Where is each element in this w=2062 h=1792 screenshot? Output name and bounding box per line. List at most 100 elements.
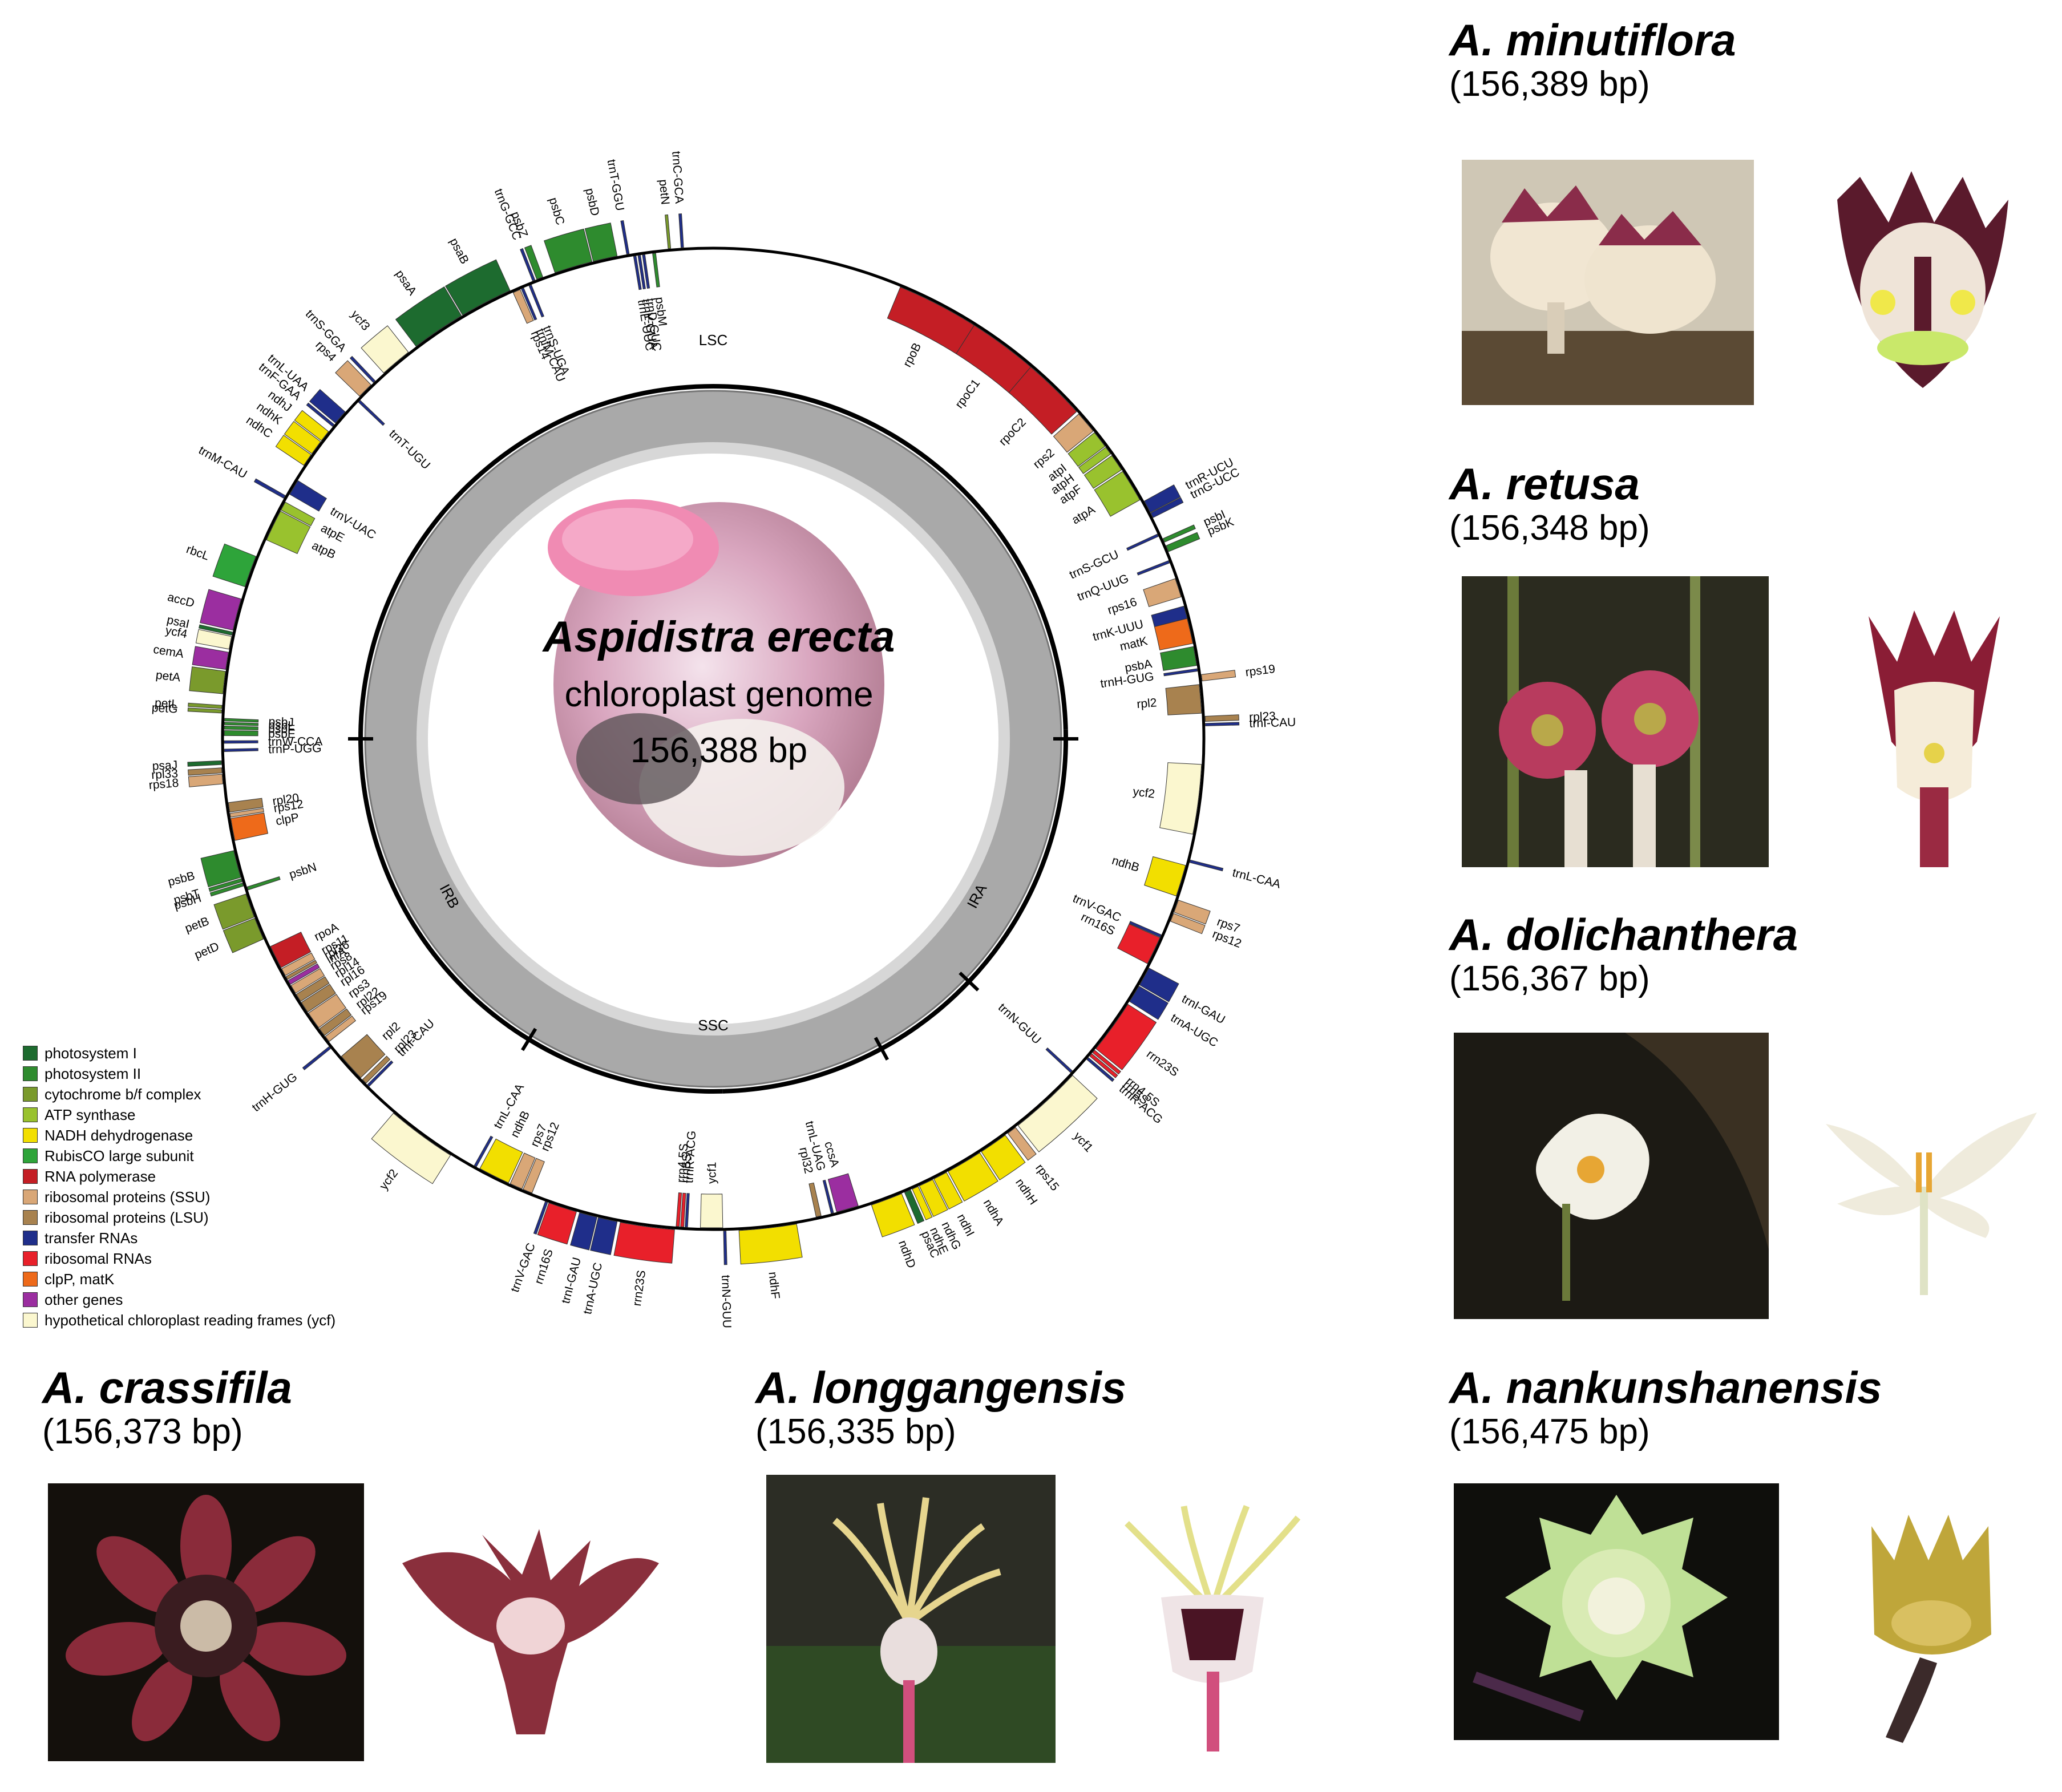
gene-block-rpoa (270, 932, 312, 968)
gene-label: rrn23S (630, 1269, 648, 1307)
legend-label: ribosomal proteins (LSU) (45, 1208, 209, 1226)
minutiflora-habit-photo (1462, 160, 1754, 405)
gene-block-rpl23 (1204, 714, 1239, 722)
center-species-name: Aspidistra erecta (542, 613, 895, 661)
gene-block-trng-ucc (1150, 497, 1184, 518)
legend-item-ndh: NADH dehydrogenase (23, 1125, 422, 1146)
gene-block-trnl-uag (822, 1179, 834, 1214)
gene-block-rpl2 (1165, 684, 1202, 715)
gene-block-trnm-cau (253, 478, 286, 499)
gene-block-ycf2 (1159, 762, 1202, 835)
gene-block-rps8 (290, 968, 325, 994)
gene-block-trns-gga (349, 355, 376, 383)
gene-block-peta (189, 666, 226, 694)
species-name: A. dolichanthera (1449, 909, 1798, 960)
gene-label: petD (193, 940, 221, 961)
species-genome-size: (156,389 bp) (1449, 64, 1650, 104)
legend-item-lsu: ribosomal proteins (LSU) (23, 1207, 422, 1228)
gene-label: ndhB (1110, 854, 1141, 875)
gene-block-rps15 (1007, 1127, 1037, 1161)
gene-block-psbj (224, 718, 259, 723)
gene-block-psaj (187, 760, 222, 767)
gene-label: trnN-GUU (719, 1275, 733, 1328)
gene-block-trng-gcc (520, 248, 536, 281)
gene-block-rrn5s (1089, 1053, 1118, 1078)
gene-block-rps19 (1201, 670, 1236, 682)
gene-label: trnA-UGC (581, 1261, 605, 1316)
gene-block-clpp (230, 812, 269, 841)
gene-block-ycf3 (361, 325, 409, 374)
gene-block-rrn23s (1095, 1004, 1157, 1070)
species-name: A. retusa (1449, 459, 1640, 509)
gene-block-rpob (887, 286, 975, 354)
gene-block-rrn4.5s (676, 1192, 682, 1227)
center-flower-picture (548, 499, 884, 867)
gene-block-rrn4.5s (1092, 1050, 1121, 1075)
genome-backbone-circle (221, 246, 1206, 1231)
gene-block-rps18 (188, 774, 224, 787)
gene-block-ndhf (738, 1223, 803, 1265)
gene-block-rps2 (1053, 414, 1094, 453)
gene-label: trnW-CCA (268, 735, 322, 749)
gene-label: rpoB (900, 341, 924, 369)
gene-label: ycf3 (348, 308, 372, 333)
gene-block-atpe (280, 501, 316, 527)
legend-swatch (23, 1210, 38, 1225)
quadrant-boundaries (348, 384, 1078, 1094)
gene-block-trni-gau (1139, 968, 1179, 1002)
gene-label: psbF (268, 722, 295, 736)
legend-item-other: other genes (23, 1289, 422, 1310)
gene-block-ndhb (479, 1138, 523, 1183)
gene-block-ndhe (912, 1186, 933, 1220)
gene-label: trnM-CAU (196, 444, 249, 482)
gene-block-trnl-uaa (309, 389, 346, 424)
species-panel-crassifila: A. crassifila (156,373 bp) (42, 1364, 292, 1453)
gene-label: rbcL (184, 543, 211, 563)
gene-block-rps12 (523, 1158, 545, 1194)
gene-block-atpb (266, 511, 311, 555)
gene-label: petL (154, 697, 178, 711)
gene-block-rpl32 (808, 1182, 822, 1217)
gene-label: psbN (288, 860, 318, 881)
retusa-habit-photo (1462, 576, 1769, 867)
legend-swatch (23, 1087, 38, 1102)
legend-swatch (23, 1169, 38, 1184)
gene-label: rpoC1 (953, 377, 983, 411)
legend-label: ribosomal proteins (SSU) (45, 1188, 211, 1206)
gene-label: rps19 (1244, 662, 1276, 679)
gene-label: ycf1 (1071, 1130, 1095, 1155)
gene-block-ndha (948, 1152, 998, 1202)
gene-label: trnI-GAU (559, 1256, 584, 1305)
species-panel-longgangensis: A. longgangensis (156,335 bp) (755, 1364, 1126, 1453)
legend-swatch (23, 1066, 38, 1081)
gene-label: trnL-CAA (1231, 866, 1281, 891)
gene-label: psaA (393, 268, 419, 298)
region-boundary-tick (874, 1037, 890, 1061)
species-panel-minutiflora: A. minutiflora (156,389 bp) (1449, 16, 1736, 105)
legend-swatch (23, 1231, 38, 1245)
gene-block-ycf1 (1017, 1075, 1098, 1152)
gene-block-rps7 (1174, 900, 1211, 925)
gene-block-rps12 (229, 808, 264, 818)
species-name: A. minutiflora (1449, 15, 1736, 65)
gene-block-atpf (1083, 455, 1122, 489)
gene-block-trns-uga (528, 284, 544, 318)
gene-label: psaJ (152, 759, 177, 773)
gene-block-rpl2 (341, 1034, 386, 1078)
gene-block-ndhb (1144, 856, 1186, 897)
gene-label: ndhF (766, 1271, 782, 1300)
legend-swatch (23, 1190, 38, 1204)
legend-item-clpp: clpP, matK (23, 1269, 422, 1289)
species-panel-nankunshanensis: A. nankunshanensis (156,475 bp) (1449, 1364, 1882, 1453)
gene-label: psbJ (268, 715, 294, 729)
gene-block-ndhh (981, 1135, 1026, 1180)
gene-block-rpl16 (301, 984, 336, 1013)
gene-block-psbl (224, 722, 258, 726)
legend-swatch (23, 1128, 38, 1143)
gene-block-trnt-ggu (620, 220, 630, 255)
gene-label: rpl2 (1137, 696, 1158, 711)
species-panel-retusa: A. retusa (156,348 bp) (1449, 460, 1650, 549)
gene-label: psbB (167, 869, 196, 888)
legend-swatch (23, 1046, 38, 1061)
gene-block-rps3 (308, 993, 346, 1029)
